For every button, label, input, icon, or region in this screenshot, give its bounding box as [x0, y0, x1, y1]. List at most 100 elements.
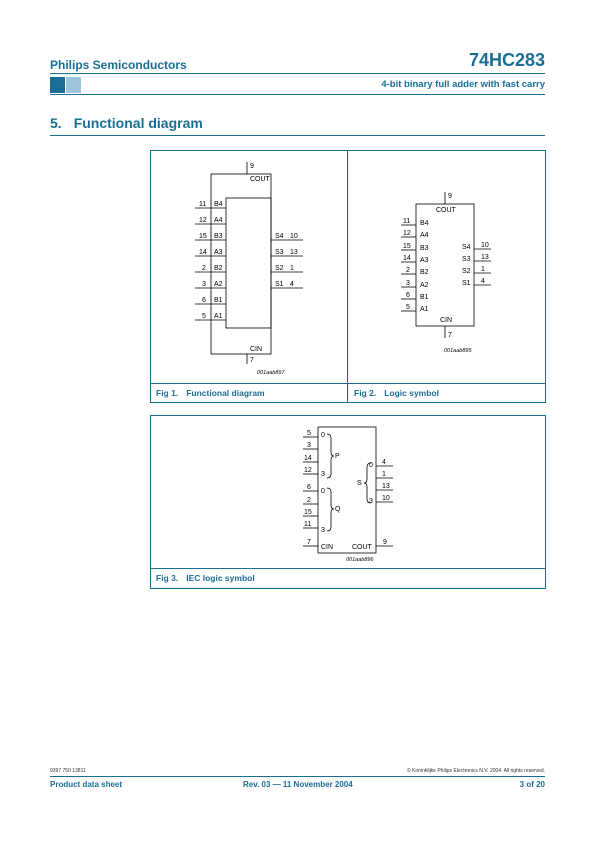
svg-text:S1: S1 — [275, 281, 284, 288]
svg-text:12: 12 — [403, 230, 411, 237]
svg-text:A3: A3 — [420, 257, 429, 264]
svg-text:B1: B1 — [420, 294, 429, 301]
svg-text:3: 3 — [321, 527, 325, 534]
header-rule — [50, 73, 545, 74]
svg-text:S4: S4 — [462, 244, 471, 251]
svg-text:B4: B4 — [420, 220, 429, 227]
svg-text:10: 10 — [290, 233, 298, 240]
svg-text:B4: B4 — [214, 201, 223, 208]
svg-text:B2: B2 — [214, 265, 223, 272]
fig3-caption: Fig 3.IEC logic symbol — [156, 573, 255, 583]
svg-text:12: 12 — [199, 217, 207, 224]
svg-text:S3: S3 — [462, 256, 471, 263]
section-title: Functional diagram — [73, 115, 203, 131]
section-rule — [50, 135, 545, 136]
fig1-code: 001aab897 — [257, 370, 285, 376]
fig1-inner-box — [225, 197, 272, 329]
footer-page: 3 of 20 — [519, 780, 545, 789]
svg-text:9: 9 — [448, 193, 452, 200]
svg-text:14: 14 — [403, 255, 411, 262]
svg-text:4: 4 — [290, 281, 294, 288]
svg-text:6: 6 — [307, 484, 311, 491]
fig3-cout-label: COUT — [352, 544, 373, 551]
svg-text:4: 4 — [481, 278, 485, 285]
caption-rule-1-2 — [150, 383, 546, 384]
svg-text:2: 2 — [202, 265, 206, 272]
svg-text:S4: S4 — [275, 233, 284, 240]
footer-doc-type: Product data sheet — [50, 780, 123, 789]
svg-text:15: 15 — [199, 233, 207, 240]
footer-doc-code: 9397 750 13811 — [50, 768, 86, 774]
fig3-diagram: 5 3 14 12 6 2 15 11 7 0 3 0 3 P Q S 0 3 … — [303, 426, 393, 563]
svg-text:A1: A1 — [214, 313, 223, 320]
caption-rule-3 — [150, 568, 546, 569]
svg-text:5: 5 — [307, 430, 311, 437]
svg-text:CIN: CIN — [440, 317, 452, 324]
fig3-p-label: P — [335, 453, 340, 460]
svg-text:B3: B3 — [420, 245, 429, 252]
svg-text:COUT: COUT — [436, 207, 457, 214]
svg-text:S2: S2 — [275, 265, 284, 272]
subheader-rule — [50, 94, 545, 95]
svg-text:A2: A2 — [214, 281, 223, 288]
fig1-cout-label: COUT — [250, 176, 271, 183]
svg-text:12: 12 — [304, 467, 312, 474]
svg-text:14: 14 — [304, 455, 312, 462]
svg-text:11: 11 — [304, 521, 311, 528]
svg-text:13: 13 — [382, 483, 390, 490]
svg-text:S1: S1 — [462, 280, 471, 287]
fig2-code: 001aab895 — [444, 348, 472, 354]
svg-text:1: 1 — [290, 265, 294, 272]
fig2-caption: Fig 2.Logic symbol — [354, 388, 439, 398]
svg-text:S2: S2 — [462, 268, 471, 275]
svg-text:2: 2 — [307, 497, 311, 504]
brand-square-light — [66, 77, 81, 93]
svg-text:A1: A1 — [420, 306, 429, 313]
fig1-cin-pin: 7 — [250, 357, 254, 364]
part-number: 74HC283 — [468, 50, 545, 70]
svg-text:S3: S3 — [275, 249, 284, 256]
svg-text:B3: B3 — [214, 233, 223, 240]
svg-text:A3: A3 — [214, 249, 223, 256]
fig3-p-brace — [326, 433, 335, 479]
svg-text:11: 11 — [403, 218, 410, 225]
company-name: Philips Semiconductors — [50, 58, 187, 72]
svg-text:3: 3 — [321, 471, 325, 478]
svg-text:0: 0 — [321, 488, 325, 495]
svg-text:13: 13 — [290, 249, 298, 256]
footer-copyright: © Koninklijke Philips Electronics N.V. 2… — [406, 768, 545, 774]
svg-text:A4: A4 — [420, 232, 429, 239]
svg-text:14: 14 — [199, 249, 207, 256]
svg-text:10: 10 — [382, 495, 390, 502]
svg-text:5: 5 — [406, 304, 410, 311]
fig3-cin-label: CIN — [321, 544, 333, 551]
footer-revision: Rev. 03 — 11 November 2004 — [243, 780, 353, 789]
footer-rule — [50, 776, 545, 777]
fig3-code: 001aab896 — [346, 557, 374, 563]
svg-text:3: 3 — [406, 280, 410, 287]
fig3-q-label: Q — [335, 506, 341, 513]
figure-divider — [347, 150, 348, 403]
fig3-s-label: S — [357, 480, 362, 487]
svg-text:B2: B2 — [420, 269, 429, 276]
svg-text:11: 11 — [199, 201, 206, 208]
svg-text:15: 15 — [304, 509, 312, 516]
svg-text:10: 10 — [481, 242, 489, 249]
svg-text:6: 6 — [406, 292, 410, 299]
svg-text:B1: B1 — [214, 297, 223, 304]
svg-text:7: 7 — [448, 332, 452, 339]
svg-text:1: 1 — [481, 266, 485, 273]
fig3-q-brace — [326, 487, 335, 532]
svg-text:9: 9 — [383, 539, 387, 546]
figure-frame-3 — [150, 415, 546, 589]
fig1-caption: Fig 1.Functional diagram — [156, 388, 265, 398]
svg-text:3: 3 — [307, 442, 311, 449]
figure-frame-1-2 — [150, 150, 546, 403]
svg-text:4: 4 — [382, 459, 386, 466]
svg-text:1: 1 — [382, 471, 386, 478]
svg-text:3: 3 — [369, 498, 373, 505]
section-heading: 5.Functional diagram — [50, 115, 203, 131]
svg-text:15: 15 — [403, 243, 411, 250]
